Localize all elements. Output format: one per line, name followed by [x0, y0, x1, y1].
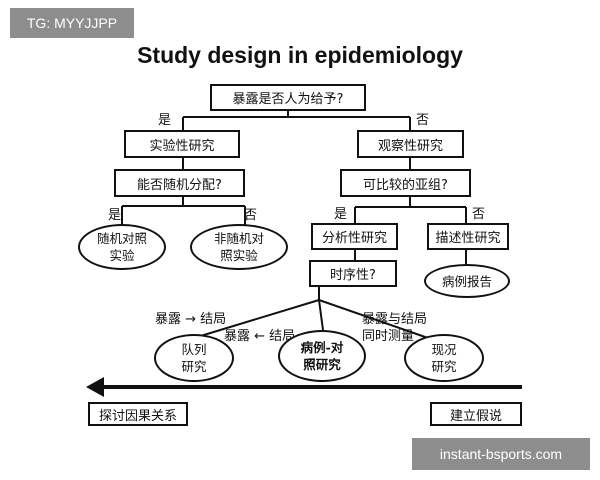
temporality-question-text: 时序性? [330, 268, 376, 283]
subgroup-question-text: 可比较的亚组? [363, 177, 448, 193]
experimental-study-text: 实验性研究 [149, 138, 215, 154]
case-control-line-2: 照研究 [303, 357, 341, 372]
cross-sectional-label-line-2: 同时测量 [362, 329, 415, 344]
root-question-text: 暴露是否人为给予? [232, 92, 344, 107]
descriptive-study-box: 描述性研究 [427, 223, 509, 250]
rct-line-1: 随机对照 [96, 231, 147, 246]
experimental-study-box: 实验性研究 [124, 130, 240, 158]
branch-no-top: 否 [416, 113, 430, 128]
descriptive-study-text: 描述性研究 [435, 231, 501, 246]
watermark-bottom-right: instant-bsports.com [412, 438, 590, 470]
case-report-text: 病例报告 [441, 273, 492, 289]
rct-ellipse: 随机对照 实验 [78, 224, 166, 270]
case-control-study-ellipse: 病例-对 照研究 [278, 330, 366, 382]
observational-study-text: 观察性研究 [377, 138, 443, 154]
observational-study-box: 观察性研究 [357, 130, 464, 158]
branch-yes-right: 是 [334, 207, 348, 222]
branch-yes-top: 是 [158, 113, 172, 128]
cohort-study-ellipse: 队列 研究 [154, 334, 234, 382]
cross-sectional-line-1: 现况 [431, 342, 457, 357]
case-report-ellipse: 病例报告 [424, 264, 510, 298]
randomizable-question-text: 能否随机分配? [137, 177, 222, 193]
case-control-direction-label: 暴露 ← 结局 [224, 329, 296, 344]
cohort-line-2: 研究 [181, 359, 207, 374]
subgroup-question-box: 可比较的亚组? [340, 169, 471, 197]
case-control-line-1: 病例-对 [300, 340, 344, 355]
cohort-line-1: 队列 [181, 342, 207, 357]
cross-sectional-line-2: 研究 [431, 359, 457, 374]
cross-sectional-label: 暴露与结局 同时测量 [362, 311, 427, 345]
non-rct-ellipse: 非随机对 照实验 [190, 224, 288, 270]
hypothesis-text: 建立假说 [449, 408, 502, 424]
temporality-question-box: 时序性? [309, 260, 397, 287]
watermark-top-left: TG: MYYJJPP [10, 8, 134, 38]
branch-no-left: 否 [244, 208, 258, 223]
analytical-study-box: 分析性研究 [311, 223, 398, 250]
cohort-direction-label: 暴露 → 结局 [155, 312, 227, 327]
page-title: Study design in epidemiology [137, 42, 463, 68]
analytical-study-text: 分析性研究 [321, 231, 387, 246]
branch-no-right: 否 [472, 207, 486, 222]
hypothesis-box: 建立假说 [430, 402, 522, 426]
non-rct-line-1: 非随机对 [213, 231, 264, 246]
branch-yes-left: 是 [108, 208, 122, 223]
rct-line-2: 实验 [109, 248, 135, 263]
randomizable-question-box: 能否随机分配? [114, 169, 245, 197]
root-question-box: 暴露是否人为给予? [210, 84, 366, 111]
cross-sectional-label-line-1: 暴露与结局 [362, 312, 428, 327]
causal-inference-box: 探讨因果关系 [88, 402, 188, 426]
cross-sectional-study-ellipse: 现况 研究 [404, 334, 484, 382]
causal-inference-text: 探讨因果关系 [98, 408, 177, 424]
non-rct-line-2: 照实验 [220, 248, 258, 263]
